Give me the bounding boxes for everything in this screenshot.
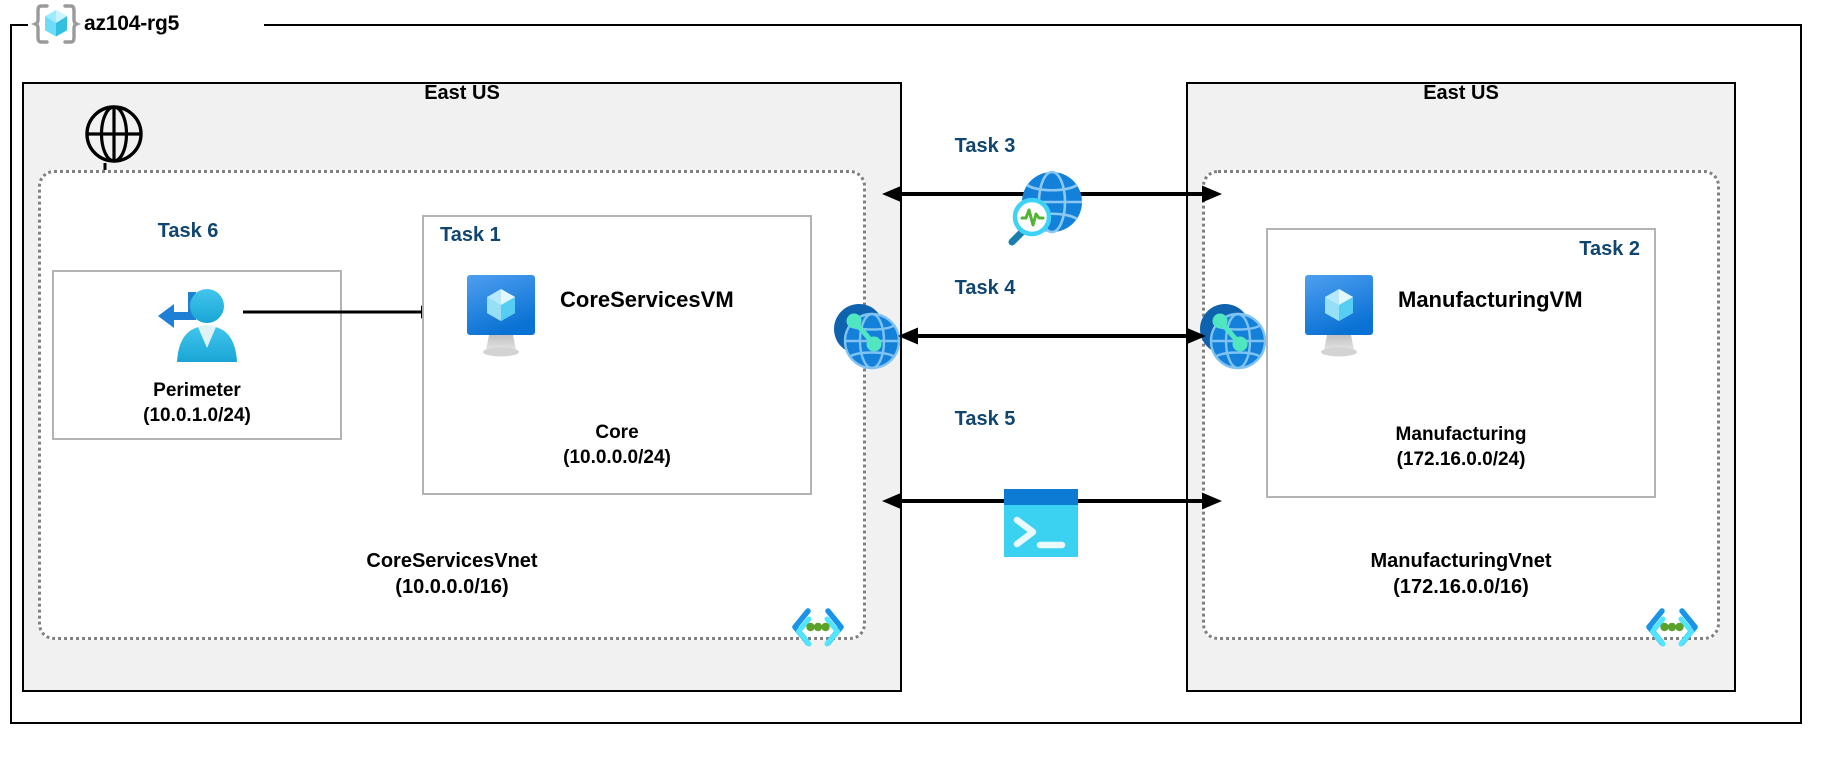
- vnet-core-services-cidr: (10.0.0.0/16): [395, 576, 509, 599]
- bastion-user-icon: [152, 282, 244, 368]
- subnet-manufacturing: [1266, 228, 1656, 498]
- region-right-title: East US: [1423, 82, 1499, 104]
- resource-group-title-gap: [28, 11, 264, 39]
- vnet-peering-icon-right: [1194, 299, 1270, 373]
- vnet-manufacturing-cidr: (172.16.0.0/16): [1393, 576, 1529, 599]
- perimeter-to-core-arrow: [243, 300, 443, 324]
- vm-name-core: CoreServicesVM: [560, 287, 734, 312]
- cloud-shell-icon: [1002, 487, 1080, 559]
- vnet-core-services-label: CoreServicesVnet (10.0.0.0/16): [38, 548, 866, 601]
- virtual-machine-icon: [462, 272, 540, 362]
- subnet-manufacturing-label: Manufacturing (172.16.0.0/24): [1266, 422, 1656, 473]
- subnet-perimeter-name: Perimeter: [153, 380, 241, 401]
- vnet-core-services-name: CoreServicesVnet: [366, 550, 538, 572]
- vnet-peering-icon-left: [828, 299, 904, 373]
- subnet-manufacturing-name: Manufacturing: [1395, 424, 1527, 445]
- subnet-code-icon-right: [1644, 605, 1700, 649]
- task-label-task5: Task 5: [954, 408, 1016, 430]
- region-left-title: East US: [424, 82, 500, 104]
- resource-group-name: az104-rg5: [84, 12, 180, 35]
- internet-globe-icon: [84, 104, 144, 164]
- vnet-manufacturing-label: ManufacturingVnet (172.16.0.0/16): [1202, 548, 1720, 601]
- resource-group-cube-icon: [30, 2, 82, 46]
- subnet-core: [422, 215, 812, 495]
- subnet-core-cidr: (10.0.0.0/24): [563, 447, 671, 469]
- vm-name-manufacturing: ManufacturingVM: [1398, 287, 1583, 312]
- task4-arrow: [898, 324, 1206, 348]
- subnet-perimeter-label: Perimeter (10.0.1.0/24): [52, 378, 342, 429]
- task-label-task4: Task 4: [954, 277, 1016, 299]
- subnet-perimeter-cidr: (10.0.1.0/24): [143, 405, 251, 427]
- subnet-code-icon: [790, 605, 846, 649]
- network-watcher-icon: [1000, 170, 1086, 250]
- subnet-core-name: Core: [595, 422, 639, 443]
- virtual-machine-icon-right: [1300, 272, 1378, 362]
- task-label-task2: Task 2: [1579, 238, 1640, 260]
- resource-group-badge: az104-rg5: [30, 2, 180, 46]
- task-label-task1: Task 1: [440, 224, 501, 246]
- task-label-task6: Task 6: [157, 220, 219, 242]
- subnet-manufacturing-cidr: (172.16.0.0/24): [1396, 449, 1526, 471]
- task-label-task3: Task 3: [954, 135, 1016, 157]
- subnet-core-label: Core (10.0.0.0/24): [422, 420, 812, 471]
- vnet-manufacturing-name: ManufacturingVnet: [1370, 550, 1552, 572]
